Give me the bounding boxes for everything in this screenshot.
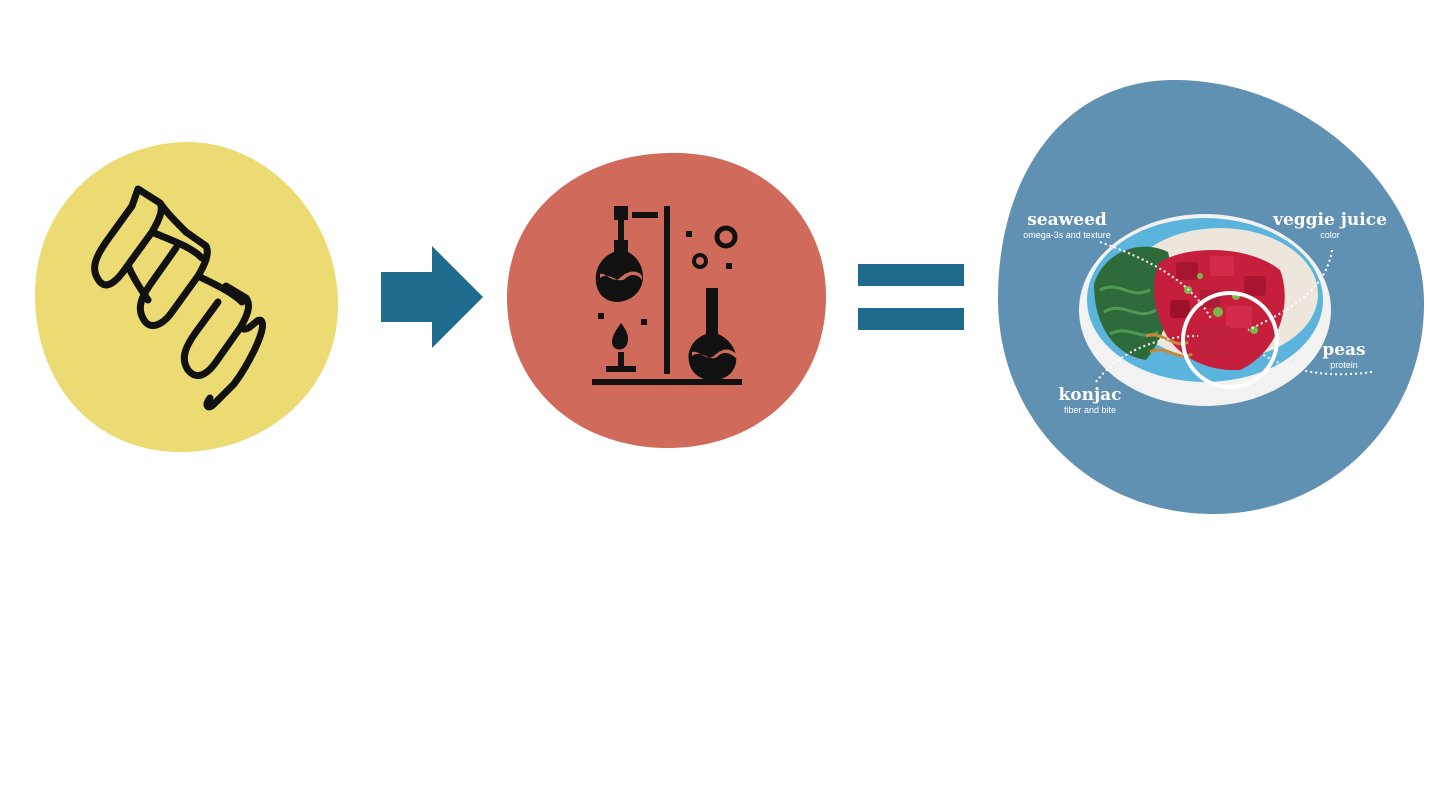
svg-text:omega-3s and texture: omega-3s and texture [1023, 230, 1111, 240]
svg-text:peas: peas [1322, 340, 1365, 360]
poke-bowl-photo [1079, 214, 1373, 406]
callout-seaweed: seaweed omega-3s and texture [1023, 210, 1111, 240]
svg-text:protein: protein [1330, 360, 1358, 370]
chemistry-lab-icon [592, 206, 742, 385]
ingredient-step [35, 141, 338, 452]
wavy-noodle-icon [91, 185, 266, 411]
callout-peas: peas protein [1322, 340, 1365, 370]
svg-text:seaweed: seaweed [1027, 210, 1107, 230]
callout-konjac: konjac fiber and bite [1059, 385, 1122, 415]
svg-text:veggie juice: veggie juice [1272, 210, 1387, 230]
callout-veggie-juice: veggie juice color [1272, 210, 1387, 240]
equals-sign-icon [858, 264, 964, 330]
right-arrow-icon [381, 246, 483, 348]
svg-text:color: color [1320, 230, 1340, 240]
svg-text:fiber and bite: fiber and bite [1064, 405, 1116, 415]
svg-text:konjac: konjac [1059, 385, 1122, 405]
result-step: seaweed omega-3s and texture veggie juic… [998, 79, 1425, 515]
process-step [507, 152, 827, 448]
